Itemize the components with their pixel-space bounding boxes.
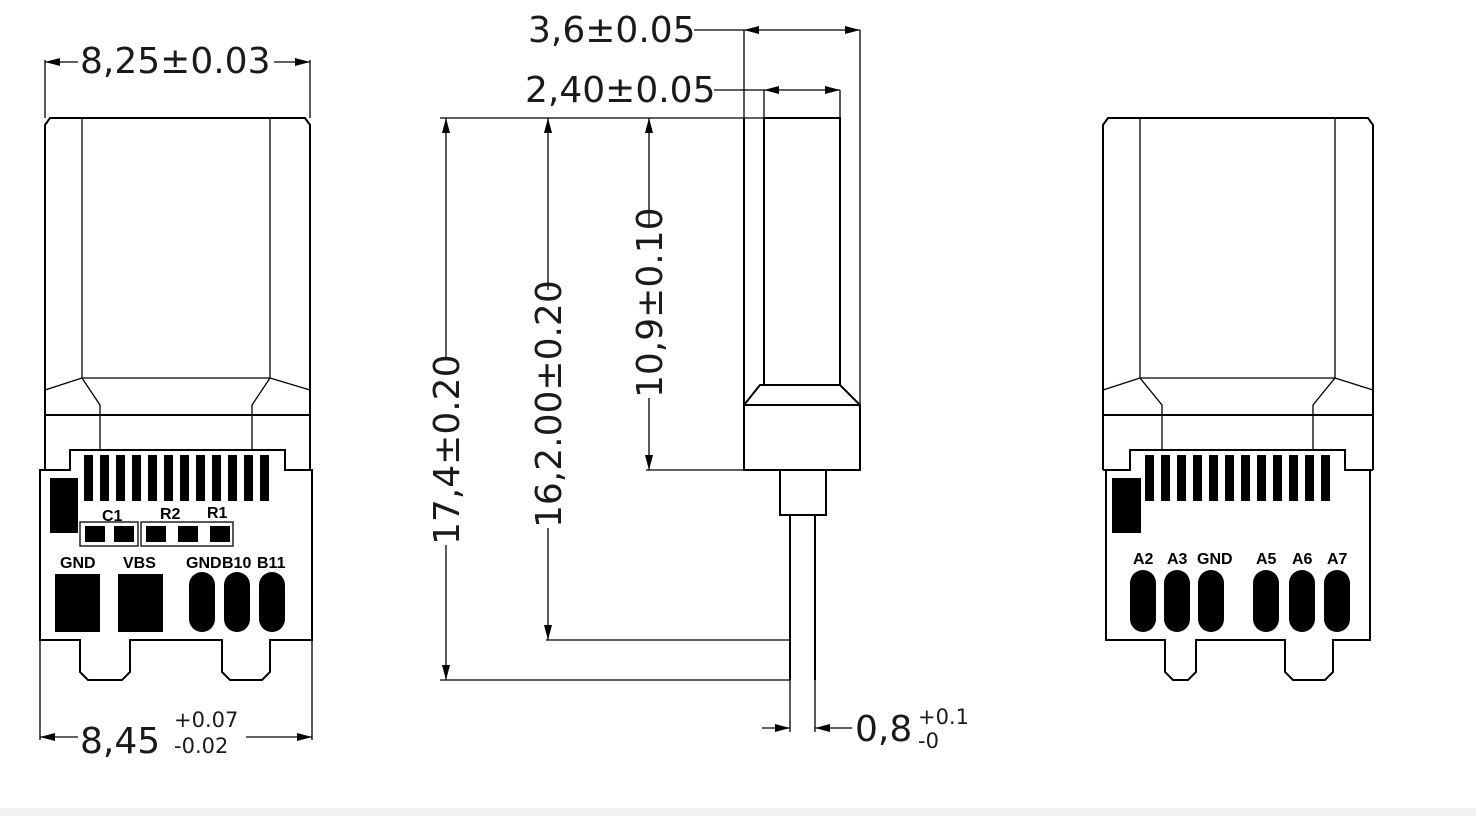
pad-label-a3: A3 — [1167, 551, 1188, 568]
dim-front-bottom-tol-plus: +0.07 — [174, 708, 238, 732]
pad-label-b11: B11 — [257, 555, 286, 572]
back-view: A2 A3 GND A5 A6 A7 — [1102, 117, 1374, 681]
front-corner-pad — [50, 478, 78, 533]
back-corner-pad — [1112, 478, 1141, 533]
pad-label-gnd-back: GND — [1197, 551, 1233, 568]
dim-pcb-tol-plus: +0.1 — [918, 705, 969, 729]
front-solder-pads — [55, 572, 285, 632]
side-view: 3,6±0.05 2,40±0.05 17,4±0.20 16,2.00±0.2… — [427, 10, 969, 753]
dim-height-total: 17,4±0.20 — [427, 355, 468, 545]
pad-label-vbs: VBS — [123, 555, 156, 572]
pad-label-b10: B10 — [222, 555, 251, 572]
bottom-border — [0, 808, 1476, 816]
dim-side-shell-thickness: 2,40±0.05 — [525, 70, 715, 111]
back-solder-pads — [1130, 570, 1350, 632]
pad-label-a2: A2 — [1133, 551, 1154, 568]
front-smd-components — [79, 521, 234, 547]
front-pcb-outline — [39, 469, 313, 681]
pad-label-gnd-2: GND — [186, 555, 222, 572]
dim-height-shell: 10,9±0.10 — [630, 208, 671, 398]
front-view: C1 R2 R1 GND VBS GND B10 B11 8,25±0.03 8… — [39, 41, 313, 762]
pad-label-a6: A6 — [1292, 551, 1313, 568]
back-shell-outline — [1102, 117, 1374, 416]
label-r1: R1 — [207, 505, 228, 522]
dim-pcb-tol-minus: -0 — [918, 729, 939, 753]
pad-label-gnd-1: GND — [60, 555, 96, 572]
dim-height-to-pcb: 16,2.00±0.20 — [529, 280, 570, 528]
label-c1: C1 — [102, 508, 123, 525]
dim-front-bottom-width: 8,45 — [80, 721, 160, 762]
back-pcb-outline — [1103, 469, 1371, 681]
dim-front-top-width: 8,25±0.03 — [80, 41, 270, 82]
dim-side-total-thickness: 3,6±0.05 — [528, 10, 696, 51]
pad-label-a7: A7 — [1327, 551, 1348, 568]
label-r2: R2 — [160, 506, 181, 523]
back-contact-fingers — [1145, 455, 1330, 501]
pad-label-a5: A5 — [1256, 551, 1277, 568]
front-contact-fingers — [84, 455, 269, 501]
dim-pcb-thickness: 0,8 — [855, 709, 912, 750]
dim-front-bottom-tol-minus: -0.02 — [174, 734, 228, 758]
